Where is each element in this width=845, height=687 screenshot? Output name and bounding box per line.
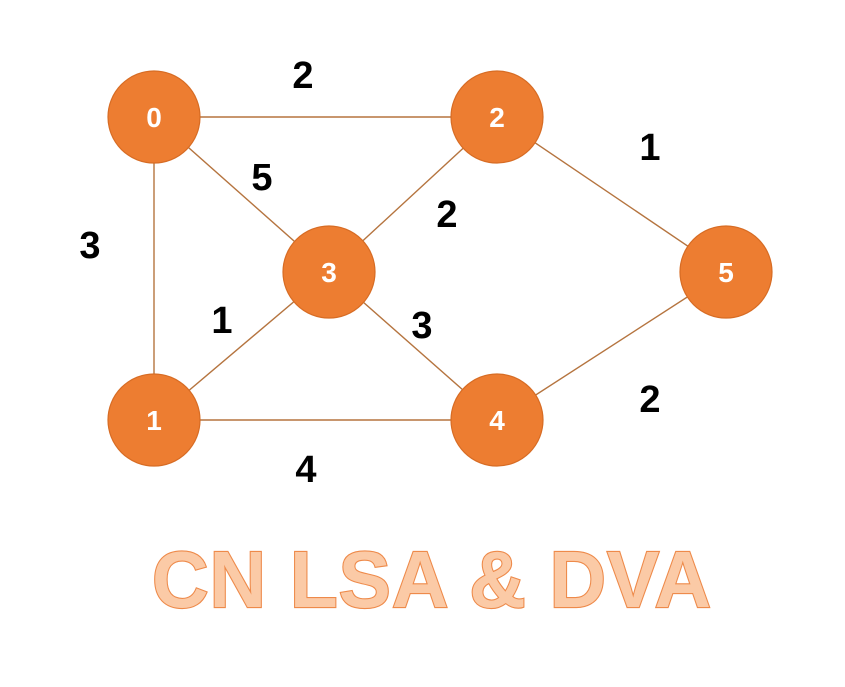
node-3: 3 <box>282 225 376 319</box>
node-3-circle <box>282 225 376 319</box>
node-2: 2 <box>450 70 544 164</box>
node-5-circle <box>679 225 773 319</box>
weight-label-0-3: 5 <box>251 157 272 199</box>
node-2-label: 2 <box>489 102 505 133</box>
node-1-label: 1 <box>146 405 162 436</box>
node-4-label: 4 <box>489 405 505 436</box>
weight-label-0-2: 2 <box>292 55 313 97</box>
node-4-circle <box>450 373 544 467</box>
edge-weights: 2 3 5 2 1 1 3 4 2 <box>79 55 660 491</box>
weight-label-1-4: 4 <box>295 449 316 491</box>
node-2-circle <box>450 70 544 164</box>
node-5: 5 <box>679 225 773 319</box>
weight-label-1-3: 1 <box>211 300 232 342</box>
node-5-label: 5 <box>718 257 734 288</box>
node-0-circle <box>107 70 201 164</box>
weight-label-2-3: 2 <box>436 194 457 236</box>
node-0-label: 0 <box>146 102 162 133</box>
weight-label-3-4: 3 <box>411 305 432 347</box>
node-1-circle <box>107 373 201 467</box>
weight-label-0-1: 3 <box>79 225 100 267</box>
node-0: 0 <box>107 70 201 164</box>
node-1: 1 <box>107 373 201 467</box>
weight-label-4-5: 2 <box>639 379 660 421</box>
node-3-label: 3 <box>321 257 337 288</box>
nodes: 0 1 2 3 4 5 <box>107 70 773 467</box>
weight-label-2-5: 1 <box>639 127 660 169</box>
node-4: 4 <box>450 373 544 467</box>
banner-title: CN LSA & DVA <box>152 535 712 624</box>
